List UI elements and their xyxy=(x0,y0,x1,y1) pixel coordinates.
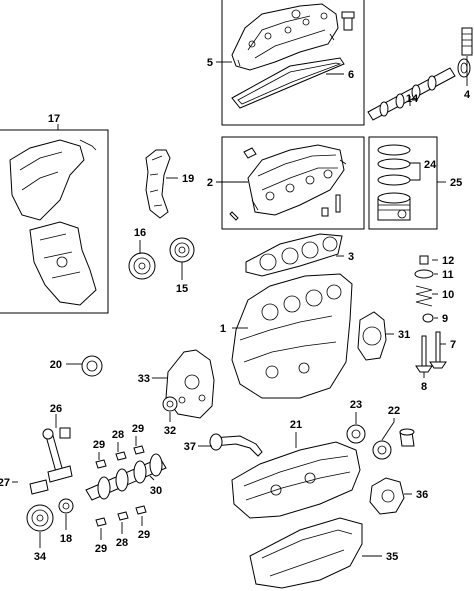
callout-2: 2 xyxy=(207,177,213,189)
oil-pump-part[interactable] xyxy=(369,477,405,515)
piston-pin-part[interactable] xyxy=(59,427,71,439)
rod-bearing-part[interactable] xyxy=(29,479,49,495)
callout-29-top-left: 29 xyxy=(93,439,105,451)
callout-labels: 1 2 3 4 5 6 7 8 9 10 11 12 14 15 16 17 1… xyxy=(0,57,471,563)
timing-cover-lower-part[interactable] xyxy=(29,221,97,306)
callout-29-bottom-right: 29 xyxy=(138,529,150,541)
crank-pulley-part[interactable] xyxy=(26,504,54,532)
callout-14: 14 xyxy=(406,93,419,105)
cylinder-head-group-box xyxy=(221,136,365,230)
camshaft-cap-part[interactable] xyxy=(243,147,257,159)
callout-24: 24 xyxy=(424,159,437,171)
callout-31: 31 xyxy=(398,329,410,341)
head-gasket-part[interactable] xyxy=(245,233,343,277)
valve-retainer-part[interactable] xyxy=(414,269,434,279)
callout-8: 8 xyxy=(421,381,427,393)
valve-keeper-part[interactable] xyxy=(419,255,429,265)
callout-35: 35 xyxy=(386,551,398,563)
callout-18: 18 xyxy=(60,533,72,545)
exhaust-valve-part[interactable] xyxy=(415,335,433,373)
callout-23: 23 xyxy=(350,399,362,411)
piston-part[interactable] xyxy=(377,192,411,221)
oil-pump-drive-part[interactable] xyxy=(372,428,415,460)
lifter-stack-part[interactable] xyxy=(461,27,473,56)
cylinder-head-part[interactable] xyxy=(247,144,347,216)
callout-32: 32 xyxy=(164,425,176,437)
callout-36: 36 xyxy=(416,489,428,501)
connecting-rod-part[interactable] xyxy=(42,428,73,483)
rear-seal-housing-part[interactable] xyxy=(357,311,387,361)
callout-28-top: 28 xyxy=(112,429,124,441)
oil-cap-part[interactable] xyxy=(341,11,355,31)
camshaft-sprocket-part[interactable] xyxy=(128,252,156,280)
callout-26: 26 xyxy=(50,403,62,415)
callout-5: 5 xyxy=(207,57,213,69)
callout-17: 17 xyxy=(48,113,60,125)
callout-4: 4 xyxy=(464,89,471,101)
head-bolt-part[interactable] xyxy=(229,194,341,221)
callout-25: 25 xyxy=(450,177,462,189)
camshaft-seal-part[interactable] xyxy=(457,58,471,78)
crankshaft-part[interactable] xyxy=(85,453,167,501)
valve-cover-part[interactable] xyxy=(231,3,339,71)
leader-lines xyxy=(12,56,468,557)
callout-9: 9 xyxy=(442,313,448,325)
callout-12: 12 xyxy=(442,255,454,267)
piston-group-box xyxy=(368,136,438,230)
callout-34: 34 xyxy=(34,551,47,563)
timing-cover-group-box xyxy=(0,129,109,314)
callout-30: 30 xyxy=(150,485,162,497)
callout-16: 16 xyxy=(134,227,146,239)
timing-belt-part[interactable] xyxy=(145,149,171,219)
oil-pickup-part[interactable] xyxy=(209,433,263,457)
camshaft-part[interactable] xyxy=(367,67,456,121)
valve-seal-part[interactable] xyxy=(422,313,434,323)
crank-seal-part[interactable] xyxy=(162,396,178,412)
callout-33: 33 xyxy=(138,373,150,385)
callout-37: 37 xyxy=(184,441,196,453)
timing-cover-upper-part[interactable] xyxy=(9,139,97,221)
callout-11: 11 xyxy=(442,269,454,281)
callout-20: 20 xyxy=(50,359,62,371)
balance-shaft-housing-part[interactable] xyxy=(231,441,361,519)
callout-22: 22 xyxy=(388,405,400,417)
callout-21: 21 xyxy=(290,419,302,431)
tensioner-pulley-part[interactable] xyxy=(169,237,195,263)
callout-19: 19 xyxy=(182,173,194,185)
valve-cover-gasket-part[interactable] xyxy=(231,57,345,109)
callout-10: 10 xyxy=(442,289,454,301)
oil-pan-part[interactable] xyxy=(249,517,363,589)
callout-3: 3 xyxy=(348,251,354,263)
valve-spring-part[interactable] xyxy=(415,285,433,307)
callout-7: 7 xyxy=(450,339,456,351)
callout-15: 15 xyxy=(176,283,188,295)
idler-pulley-part[interactable] xyxy=(81,355,103,377)
main-bearing-upper-part[interactable] xyxy=(95,445,145,469)
callout-28-bottom: 28 xyxy=(116,537,128,549)
callout-1: 1 xyxy=(220,323,226,335)
intake-valve-part[interactable] xyxy=(429,331,447,369)
callout-6: 6 xyxy=(348,69,354,81)
engine-block-part[interactable] xyxy=(231,273,353,399)
crank-sprocket-part[interactable] xyxy=(58,498,74,514)
callout-27: 27 xyxy=(0,477,10,489)
main-bearing-lower-part[interactable] xyxy=(95,505,147,527)
callout-29-top-right: 29 xyxy=(132,423,144,435)
balance-shaft-sprocket-part[interactable] xyxy=(346,424,366,444)
valve-cover-group-box xyxy=(221,0,365,126)
piston-ring-part[interactable] xyxy=(377,144,411,186)
callout-29-bottom-left: 29 xyxy=(95,543,107,555)
